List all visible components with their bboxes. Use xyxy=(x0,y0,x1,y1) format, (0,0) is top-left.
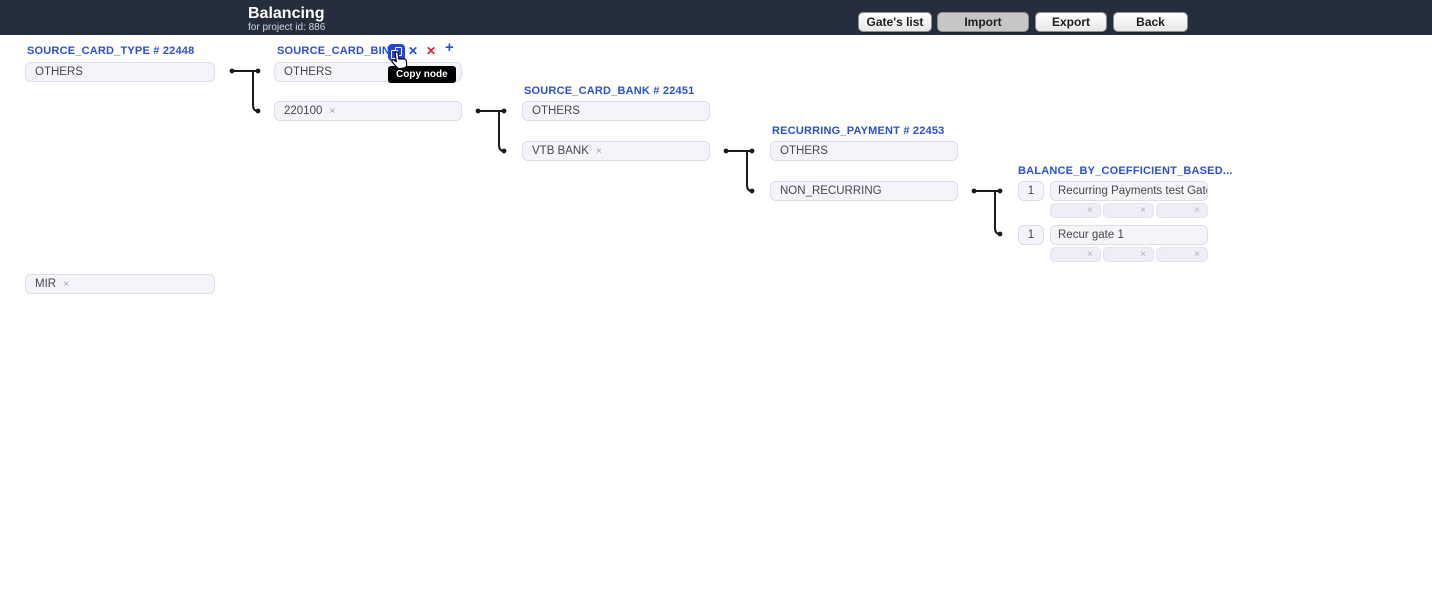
gate-slot[interactable]: × xyxy=(1156,247,1208,262)
remove-slot-icon[interactable]: × xyxy=(1194,249,1200,260)
option-box-mir[interactable]: MIR × xyxy=(25,274,215,294)
remove-slot-icon[interactable]: × xyxy=(1087,249,1093,260)
export-button[interactable]: Export xyxy=(1035,12,1107,32)
remove-tag-icon[interactable]: × xyxy=(595,145,603,157)
gate-coefficient-field[interactable]: 1 xyxy=(1018,225,1044,245)
option-box-others[interactable]: OTHERS xyxy=(770,141,958,161)
option-label: 220100 xyxy=(284,105,323,117)
import-button[interactable]: Import xyxy=(937,12,1029,32)
node-title-balance-by-coefficient: BALANCE_BY_COEFFICIENT_BASED... xyxy=(1018,165,1233,177)
option-label: OTHERS xyxy=(532,105,580,117)
option-box-non-recurring[interactable]: NON_RECURRING xyxy=(770,181,958,201)
top-bar: Balancing for project id: 886 Gate's lis… xyxy=(0,0,1432,35)
remove-slot-icon[interactable]: × xyxy=(1140,205,1146,216)
add-node-button[interactable]: + xyxy=(445,39,454,56)
remove-slot-icon[interactable]: × xyxy=(1140,249,1146,260)
option-label: OTHERS xyxy=(35,66,83,78)
page-title: Balancing xyxy=(248,5,325,22)
gate-slot[interactable]: × xyxy=(1050,247,1101,262)
node-title-recurring-payment: RECURRING_PAYMENT # 22453 xyxy=(772,125,945,137)
gate-coefficient-field[interactable]: 1 xyxy=(1018,181,1044,201)
option-label: OTHERS xyxy=(284,66,332,78)
node-title-source-card-bank: SOURCE_CARD_BANK # 22451 xyxy=(524,85,695,97)
gates-list-button[interactable]: Gate's list xyxy=(858,12,932,32)
cursor-pointer-icon xyxy=(391,51,408,70)
option-box-vtb-bank[interactable]: VTB BANK × xyxy=(522,141,710,161)
copy-node-tooltip: Copy node xyxy=(388,66,456,83)
gate-name-box[interactable]: Recur gate 1 xyxy=(1050,225,1208,245)
option-box-220100[interactable]: 220100 × xyxy=(274,101,462,121)
option-label: OTHERS xyxy=(780,145,828,157)
option-box-others[interactable]: OTHERS xyxy=(25,62,215,82)
remove-slot-icon[interactable]: × xyxy=(1087,205,1093,216)
delete-node-button[interactable]: ✕ xyxy=(426,44,437,58)
remove-slot-icon[interactable]: × xyxy=(1194,205,1200,216)
remove-tag-icon[interactable]: × xyxy=(63,278,70,290)
gate-slot[interactable]: × xyxy=(1103,203,1154,218)
gate-name-box[interactable]: Recurring Payments test Gate xyxy=(1050,181,1208,201)
page-subtitle: for project id: 886 xyxy=(248,22,326,33)
option-label: VTB BANK xyxy=(532,145,589,157)
node-title-source-card-bin: SOURCE_CARD_BIN ... xyxy=(277,45,404,57)
gate-slot[interactable]: × xyxy=(1156,203,1208,218)
option-box-others[interactable]: OTHERS xyxy=(522,101,710,121)
remove-tag-icon[interactable]: × xyxy=(329,105,336,117)
gate-slot[interactable]: × xyxy=(1103,247,1154,262)
gate-name-label: Recur gate 1 xyxy=(1058,229,1124,241)
close-node-button[interactable]: ✕ xyxy=(408,44,419,58)
gate-name-label: Recurring Payments test Gate xyxy=(1058,185,1208,197)
option-label: NON_RECURRING xyxy=(780,185,882,197)
gate-slot[interactable]: × xyxy=(1050,203,1101,218)
option-label: MIR xyxy=(35,278,57,290)
back-button[interactable]: Back xyxy=(1113,12,1188,32)
node-title-source-card-type: SOURCE_CARD_TYPE # 22448 xyxy=(27,45,195,57)
